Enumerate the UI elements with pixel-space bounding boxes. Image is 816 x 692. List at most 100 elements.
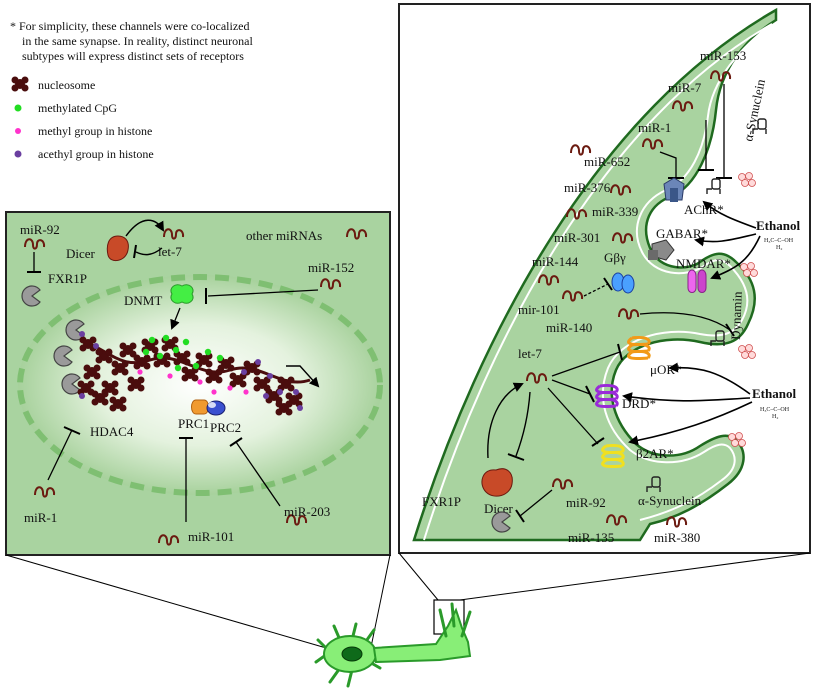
inhibition-bar [585, 385, 595, 403]
mir140-inhibits-dynamin [639, 312, 731, 331]
mir152-inhibits-dnmt [207, 289, 319, 297]
zoom-lines [5, 552, 811, 653]
methyl-histone-legend-icon [15, 128, 21, 134]
ethanol-to-b2ar-arrow [628, 401, 753, 446]
inhibition-bar [63, 426, 81, 435]
right-mir301-label: miR-301 [554, 230, 600, 245]
inhibition-bar [507, 453, 525, 461]
nucleus [18, 275, 382, 495]
right-ethanol-top-label: Ethanol [756, 218, 800, 233]
inhibition-bar [617, 343, 623, 361]
ethanol-to-mor-arrow [668, 362, 751, 395]
left-panel: miR-92 FXR1P Dicer let-7 other miRNAs mi… [5, 211, 391, 556]
legend-methylated-cpg: methylated CpG [38, 101, 117, 115]
ethanol-top-formula: H₃C–C–OH [764, 238, 794, 244]
let7-inhibits-mor [551, 351, 621, 377]
ethanol-to-achr-arrow [702, 200, 757, 229]
dnmt-icon [170, 284, 194, 304]
ethanol-bottom-formula: H₃C–C–OH [760, 407, 790, 413]
right-b2ar-label: β2AR* [636, 446, 674, 461]
prc2-highlight [208, 402, 216, 408]
left-mir203-label: miR-203 [284, 504, 330, 519]
mir101-to-gbg-dashed [583, 283, 609, 297]
gbg-icon [611, 272, 635, 294]
right-mir1-label: miR-1 [638, 120, 671, 135]
right-mir101-label: mir-101 [518, 302, 560, 317]
right-gbg-label: Gβγ [604, 250, 626, 265]
right-achr-label: AChR* [684, 202, 724, 217]
right-mir376-label: miR-376 [564, 180, 611, 195]
right-mir135-label: miR-135 [568, 530, 614, 545]
right-mir144-label: miR-144 [532, 254, 579, 269]
inhibition-bar [515, 509, 525, 523]
right-mir380-label: miR-380 [654, 530, 700, 545]
left-mir152-label: miR-152 [308, 260, 354, 275]
let7-inhibits-drd [551, 379, 591, 395]
mir203-inhibits-prc2 [235, 441, 281, 507]
neuron-nucleus [341, 646, 363, 662]
footnote-line-2: in the same synapse. In reality, distinc… [22, 34, 253, 48]
inhibition-bar [591, 437, 605, 447]
left-mir92-label: miR-92 [20, 222, 60, 237]
ethanol-to-nmdar-arrow [710, 235, 761, 280]
right-dynamin-label: Dynamin [728, 291, 745, 340]
footnote-line-1: * For simplicity, these channels were co… [10, 19, 249, 33]
ethanol-top-formula-h2: H₂ [776, 245, 782, 251]
left-mir101-label: miR-101 [188, 529, 234, 544]
dicer-icon [481, 468, 513, 497]
dicer-to-let7-arrow [125, 219, 165, 237]
right-fxr1p-label: FXR1P [422, 494, 461, 509]
legend-methyl-histone: methyl group in histone [38, 124, 152, 138]
left-hdac4-label: HDAC4 [90, 424, 134, 439]
dicer-icon [106, 235, 129, 262]
right-mir7-label: miR-7 [668, 80, 702, 95]
left-fxr1p-label: FXR1P [48, 271, 87, 286]
acetyl-histone-legend-icon [14, 150, 22, 158]
left-prc2-label: PRC2 [210, 420, 241, 435]
transcription-arrow [286, 365, 320, 388]
ethanol-bottom-formula-h2: H₂ [772, 414, 778, 420]
let7-inhibits-dicer [515, 391, 531, 457]
left-prc1-label: PRC1 [178, 416, 209, 431]
right-mir153-label: miR-153 [700, 48, 746, 63]
neuron [314, 602, 472, 688]
inhibition-bar [603, 277, 613, 291]
let7-inhibits-b2ar [547, 387, 599, 445]
nmdar-receptor-icon [687, 269, 707, 293]
dicer-to-let7-arrow [487, 382, 524, 459]
nuclear-envelope [17, 274, 383, 496]
right-panel: α-Synuclein miR-153 miR-7 miR-1 miR-652 … [398, 3, 811, 554]
let7-inhibits-dicer [135, 247, 163, 256]
right-ethanol-bottom-label: Ethanol [752, 386, 796, 401]
left-other-mirnas-label: other miRNAs [246, 228, 322, 243]
footnote: * For simplicity, these channels were co… [10, 19, 253, 63]
prc1-icon [191, 399, 209, 415]
right-nmdar-label: NMDAR* [676, 256, 731, 271]
inhibition-bar [133, 244, 137, 259]
ethanol-to-drd-arrow [622, 392, 751, 403]
legend-acetyl-histone: acethyl group in histone [38, 147, 154, 161]
membrane-inner-line [423, 23, 773, 541]
methylated-cpg-legend-icon [14, 104, 22, 112]
right-mir92-label: miR-92 [566, 495, 606, 510]
legend-nucleosome: nucleosome [38, 78, 95, 92]
footnote-line-3: subtypes will express distinct sets of r… [22, 49, 244, 63]
nucleosome-legend-icon [11, 76, 29, 92]
left-dicer-label: Dicer [66, 246, 96, 261]
right-mir339-label: miR-339 [592, 204, 638, 219]
mir1-inhibits-hdac4 [47, 429, 73, 481]
left-mir1-label: miR-1 [24, 510, 57, 525]
dnmt-arrow [170, 307, 181, 330]
inhibition-bar [229, 437, 243, 447]
right-mir652-label: miR-652 [584, 154, 630, 169]
right-gabar-label: GABAR* [656, 226, 708, 241]
gabar-receptor-icon [648, 239, 675, 261]
inhibition-bar [725, 323, 735, 337]
right-mir140-label: miR-140 [546, 320, 592, 335]
right-alpha-synuclein-bottom-label: α-Synuclein [638, 493, 702, 508]
mir1-inhibits-achr [659, 151, 677, 178]
chromatin-fiber [77, 331, 311, 416]
achr-receptor-icon [663, 177, 685, 202]
right-mor-label: μOR* [650, 362, 682, 377]
